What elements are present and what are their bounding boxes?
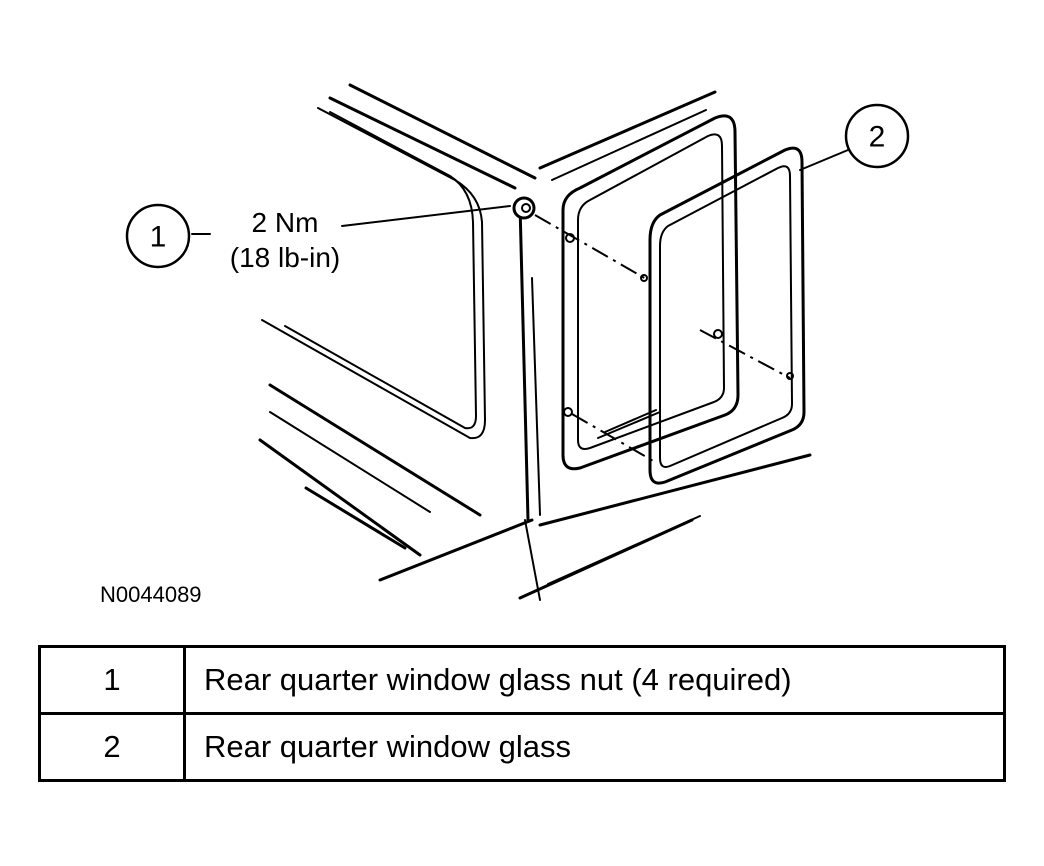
callout-2-leader <box>799 149 849 171</box>
callout-2: 2 <box>844 103 910 169</box>
stud-alignment <box>534 214 794 463</box>
callout-1-leader <box>341 205 511 227</box>
window-glass-pane <box>648 146 806 485</box>
legend-description: Rear quarter window glass nut (4 require… <box>183 645 1006 715</box>
figure-code: N0044089 <box>100 582 202 607</box>
legend-description: Rear quarter window glass <box>183 712 1006 782</box>
callout-1-number: 1 <box>150 221 167 254</box>
window-opening-frame <box>561 114 740 471</box>
table-row: 2 Rear quarter window glass <box>38 712 1006 782</box>
callout-1: 1 <box>125 203 191 269</box>
vehicle-body-outline <box>258 83 812 601</box>
torque-lbin: (18 lb-in) <box>230 242 340 273</box>
glass-nut <box>512 196 536 220</box>
table-row: 1 Rear quarter window glass nut (4 requi… <box>38 645 1006 715</box>
legend-number: 1 <box>38 645 186 715</box>
callout-2-number: 2 <box>869 121 886 154</box>
legend-number: 2 <box>38 712 186 782</box>
window-glass-diagram: 1 2 Nm (18 lb-in) 2 N0044089 <box>100 83 910 607</box>
torque-nm: 2 Nm <box>252 207 319 238</box>
parts-legend-table: 1 Rear quarter window glass nut (4 requi… <box>38 645 1006 782</box>
